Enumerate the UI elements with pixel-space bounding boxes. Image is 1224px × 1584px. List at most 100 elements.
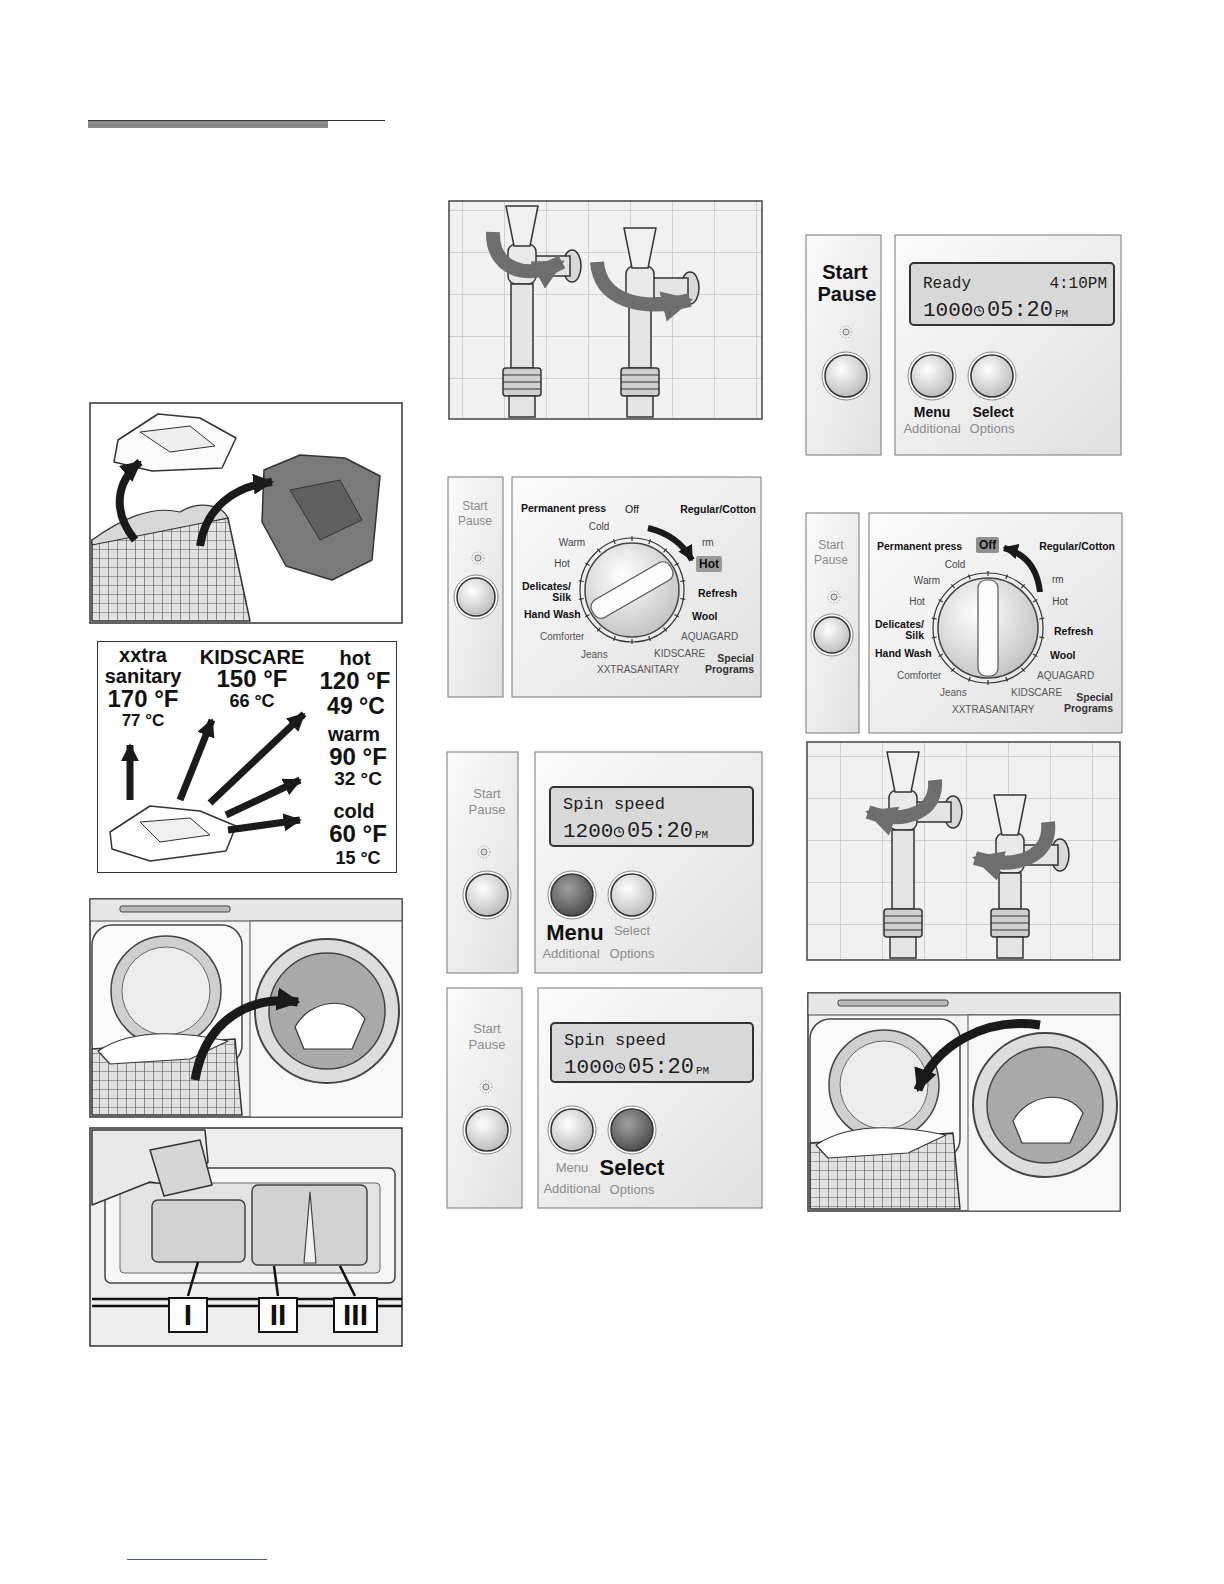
dial-tick [951,584,954,588]
drum [255,939,399,1083]
control-panel [447,752,518,973]
label: Delicates/ Silk [866,619,924,641]
display-text: Spin speed [564,1032,666,1050]
dial-ring [933,573,1043,683]
label: Pause [469,1038,506,1052]
compartment-number: III [343,1299,368,1331]
button [457,578,495,616]
arrow [195,1001,298,1080]
lcd-display: Spin speed100005:20PM [550,1022,754,1083]
button [968,352,1016,400]
button [608,1106,656,1154]
button [466,874,508,916]
display-text: 4:10PM [1049,276,1107,293]
label: Pause [469,803,506,817]
control-panel [538,988,762,1208]
arrow [868,780,935,817]
hose-nut [621,375,659,389]
label: Additional [903,422,960,436]
clothes [114,414,236,471]
button [463,871,511,919]
temperature-text: 32 °C [334,769,382,789]
label: Warm [559,538,585,549]
arrow [228,820,300,830]
label: Select [614,924,650,938]
compartment-number: II [268,1299,288,1331]
panel-frame [90,899,402,1117]
pipe [999,873,1021,909]
led [831,594,837,600]
label: Additional [543,1182,600,1196]
temperature-text: 15 °C [335,849,380,868]
tap-handle [887,752,919,792]
lcd-display: Spin speed120005:20PM [549,786,754,847]
clock-icon [619,829,622,832]
panel-frame [808,993,1120,1211]
dial-tick [585,615,589,618]
display-text: PM [1055,309,1068,321]
dial-tick [969,574,971,579]
compartment [252,1185,367,1265]
dial-tick [987,571,988,576]
leader-line [188,1262,355,1296]
dial-knob [978,580,998,676]
highlighted-setting: Off [976,537,999,553]
dial-tick [1033,654,1037,657]
panel-frame [449,201,762,419]
dial [585,543,679,637]
label: AQUAGARD [1037,671,1094,682]
tap-handle [506,206,538,246]
arrow [1004,548,1040,592]
arrow [493,232,562,271]
control-panel [895,235,1121,455]
button [814,617,850,653]
temperature-text: cold [333,801,374,822]
highlighted-setting: Hot [696,556,722,572]
washer-top [120,906,230,912]
label: Start [822,262,868,283]
compartment [152,1200,245,1262]
label: Permanent press [521,503,606,514]
label: Cold [945,560,966,571]
hose-nut [503,368,541,396]
dial-tick [585,563,589,566]
clothes [140,426,215,452]
dial-tick [1039,636,1044,638]
dial-tick [987,680,988,685]
led [843,329,849,335]
washer-top [838,1000,948,1006]
clock-icon [972,304,986,318]
dial-tick [597,628,600,632]
arrow [210,714,304,803]
display-text: 05:20 [987,299,1053,322]
hose [997,937,1023,958]
button [608,871,656,919]
dial [938,578,1038,678]
led [472,552,484,564]
label: Pause [458,515,492,528]
clock-icon [615,828,624,837]
label: Regular/Cotton [1039,541,1115,552]
washer-body [968,1015,1120,1211]
clothes [290,480,362,540]
label: Start [473,787,500,801]
clothes [816,1128,946,1158]
label: Menu [556,1161,589,1175]
clock-icon [620,1065,623,1068]
label: Start [473,1022,500,1036]
control-panel [512,477,761,697]
label: Hand Wash [524,609,581,620]
label: Refresh [1054,626,1093,637]
dial-tick [649,636,651,641]
dial-tick [1021,584,1024,588]
door-window [111,936,221,1046]
compartment-label: I [168,1297,208,1333]
label: Comforter [540,632,584,643]
label: XXTRASANITARY [597,665,679,676]
lcd-display: Ready4:10PM100005:20PM [909,262,1115,326]
button [454,575,498,619]
dial-tick [939,600,943,603]
hose-nut [884,909,922,937]
temperature-text: 150 °F [217,666,288,691]
